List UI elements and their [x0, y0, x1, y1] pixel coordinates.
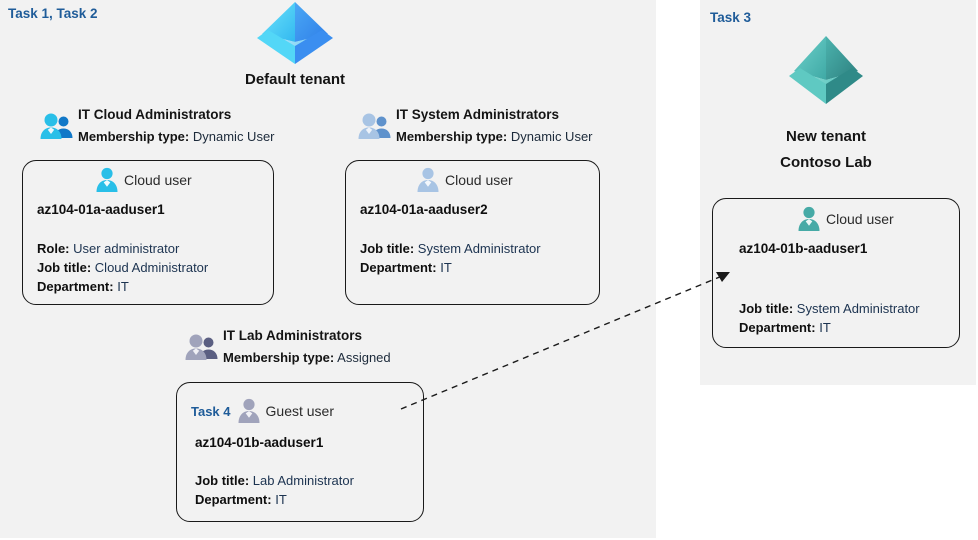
group-membership-value: Dynamic User [192, 129, 275, 144]
property-row: Job title: System Administrator [360, 239, 541, 258]
group-membership-type: Membership type: Dynamic User [396, 129, 593, 144]
group-membership-value: Dynamic User [510, 129, 593, 144]
property-value: IT [819, 320, 831, 335]
property-value: IT [440, 260, 452, 275]
property-value: User administrator [73, 241, 180, 256]
user-properties: Job title: System Administrator Departme… [739, 299, 920, 337]
property-row: Department: IT [360, 258, 541, 277]
group-title: IT Lab Administrators [223, 328, 363, 343]
card-header: Task 4 Guest user [191, 398, 334, 424]
user-name: az104-01a-aaduser2 [360, 202, 488, 217]
new-tenant-label: New tenant Contoso Lab [726, 124, 926, 176]
property-value: Lab Administrator [252, 473, 354, 488]
group-users-icon [185, 334, 219, 362]
property-value: IT [275, 492, 287, 507]
group-title: IT System Administrators [396, 107, 560, 122]
property-value: Cloud Administrator [94, 260, 209, 275]
azure-ad-tenant-icon-new [786, 32, 866, 110]
user-name: az104-01a-aaduser1 [37, 202, 165, 217]
property-row: Department: IT [37, 277, 208, 296]
card-header: Cloud user [95, 167, 192, 193]
cloud-user-icon [416, 167, 440, 193]
property-label: Department: [195, 492, 272, 507]
default-tenant-panel [0, 0, 656, 538]
task-tag-1-2: Task 1, Task 2 [8, 6, 98, 21]
property-label: Role: [37, 241, 70, 256]
group-users-icon [358, 113, 392, 141]
group-title: IT Cloud Administrators [78, 107, 232, 122]
group-membership-label: Membership type: [78, 129, 190, 144]
new-tenant-label-line1: New tenant [785, 128, 866, 145]
group-users-icon [40, 113, 74, 141]
group-membership-type: Membership type: Dynamic User [78, 129, 275, 144]
property-label: Department: [37, 279, 114, 294]
property-label: Job title: [37, 260, 92, 275]
azure-ad-tenant-icon-default [255, 0, 335, 66]
cloud-user-icon [95, 167, 119, 193]
user-type-label: Guest user [265, 403, 334, 419]
property-row: Department: IT [195, 490, 354, 509]
group-membership-type: Membership type: Assigned [223, 350, 391, 365]
user-properties: Job title: Lab Administrator Department:… [195, 471, 354, 509]
property-label: Job title: [739, 301, 794, 316]
property-label: Job title: [195, 473, 250, 488]
card-header: Cloud user [416, 167, 513, 193]
user-type-label: Cloud user [826, 211, 894, 227]
property-value: System Administrator [796, 301, 920, 316]
cloud-user-icon [797, 206, 821, 232]
default-tenant-label: Default tenant [244, 71, 345, 88]
property-row: Job title: System Administrator [739, 299, 920, 318]
guest-user-icon [237, 398, 261, 424]
task-tag-3: Task 3 [710, 10, 752, 25]
group-membership-label: Membership type: [223, 350, 335, 365]
user-card-az104-01b-aaduser1-guest: Task 4 Guest user az104-01b-aaduser1 Job… [176, 382, 424, 522]
user-type-label: Cloud user [124, 172, 192, 188]
card-header: Cloud user [797, 206, 894, 232]
property-row: Job title: Lab Administrator [195, 471, 354, 490]
property-label: Job title: [360, 241, 415, 256]
user-properties: Job title: System Administrator Departme… [360, 239, 541, 277]
user-name: az104-01b-aaduser1 [195, 435, 324, 450]
user-card-az104-01b-aaduser1-cloud: Cloud user az104-01b-aaduser1 Job title:… [712, 198, 960, 348]
group-membership-label: Membership type: [396, 129, 508, 144]
task-tag-4: Task 4 [191, 403, 231, 419]
user-card-az104-01a-aaduser1: Cloud user az104-01a-aaduser1 Role: User… [22, 160, 274, 305]
property-row: Department: IT [739, 318, 920, 337]
user-properties: Role: User administrator Job title: Clou… [37, 239, 208, 296]
user-card-az104-01a-aaduser2: Cloud user az104-01a-aaduser2 Job title:… [345, 160, 600, 305]
property-label: Department: [360, 260, 437, 275]
user-name: az104-01b-aaduser1 [739, 241, 868, 256]
new-tenant-label-line2: Contoso Lab [780, 154, 872, 171]
user-type-label: Cloud user [445, 172, 513, 188]
property-row: Role: User administrator [37, 239, 208, 258]
property-value: System Administrator [417, 241, 541, 256]
property-label: Department: [739, 320, 816, 335]
property-row: Job title: Cloud Administrator [37, 258, 208, 277]
property-value: IT [117, 279, 129, 294]
group-membership-value: Assigned [337, 350, 391, 365]
